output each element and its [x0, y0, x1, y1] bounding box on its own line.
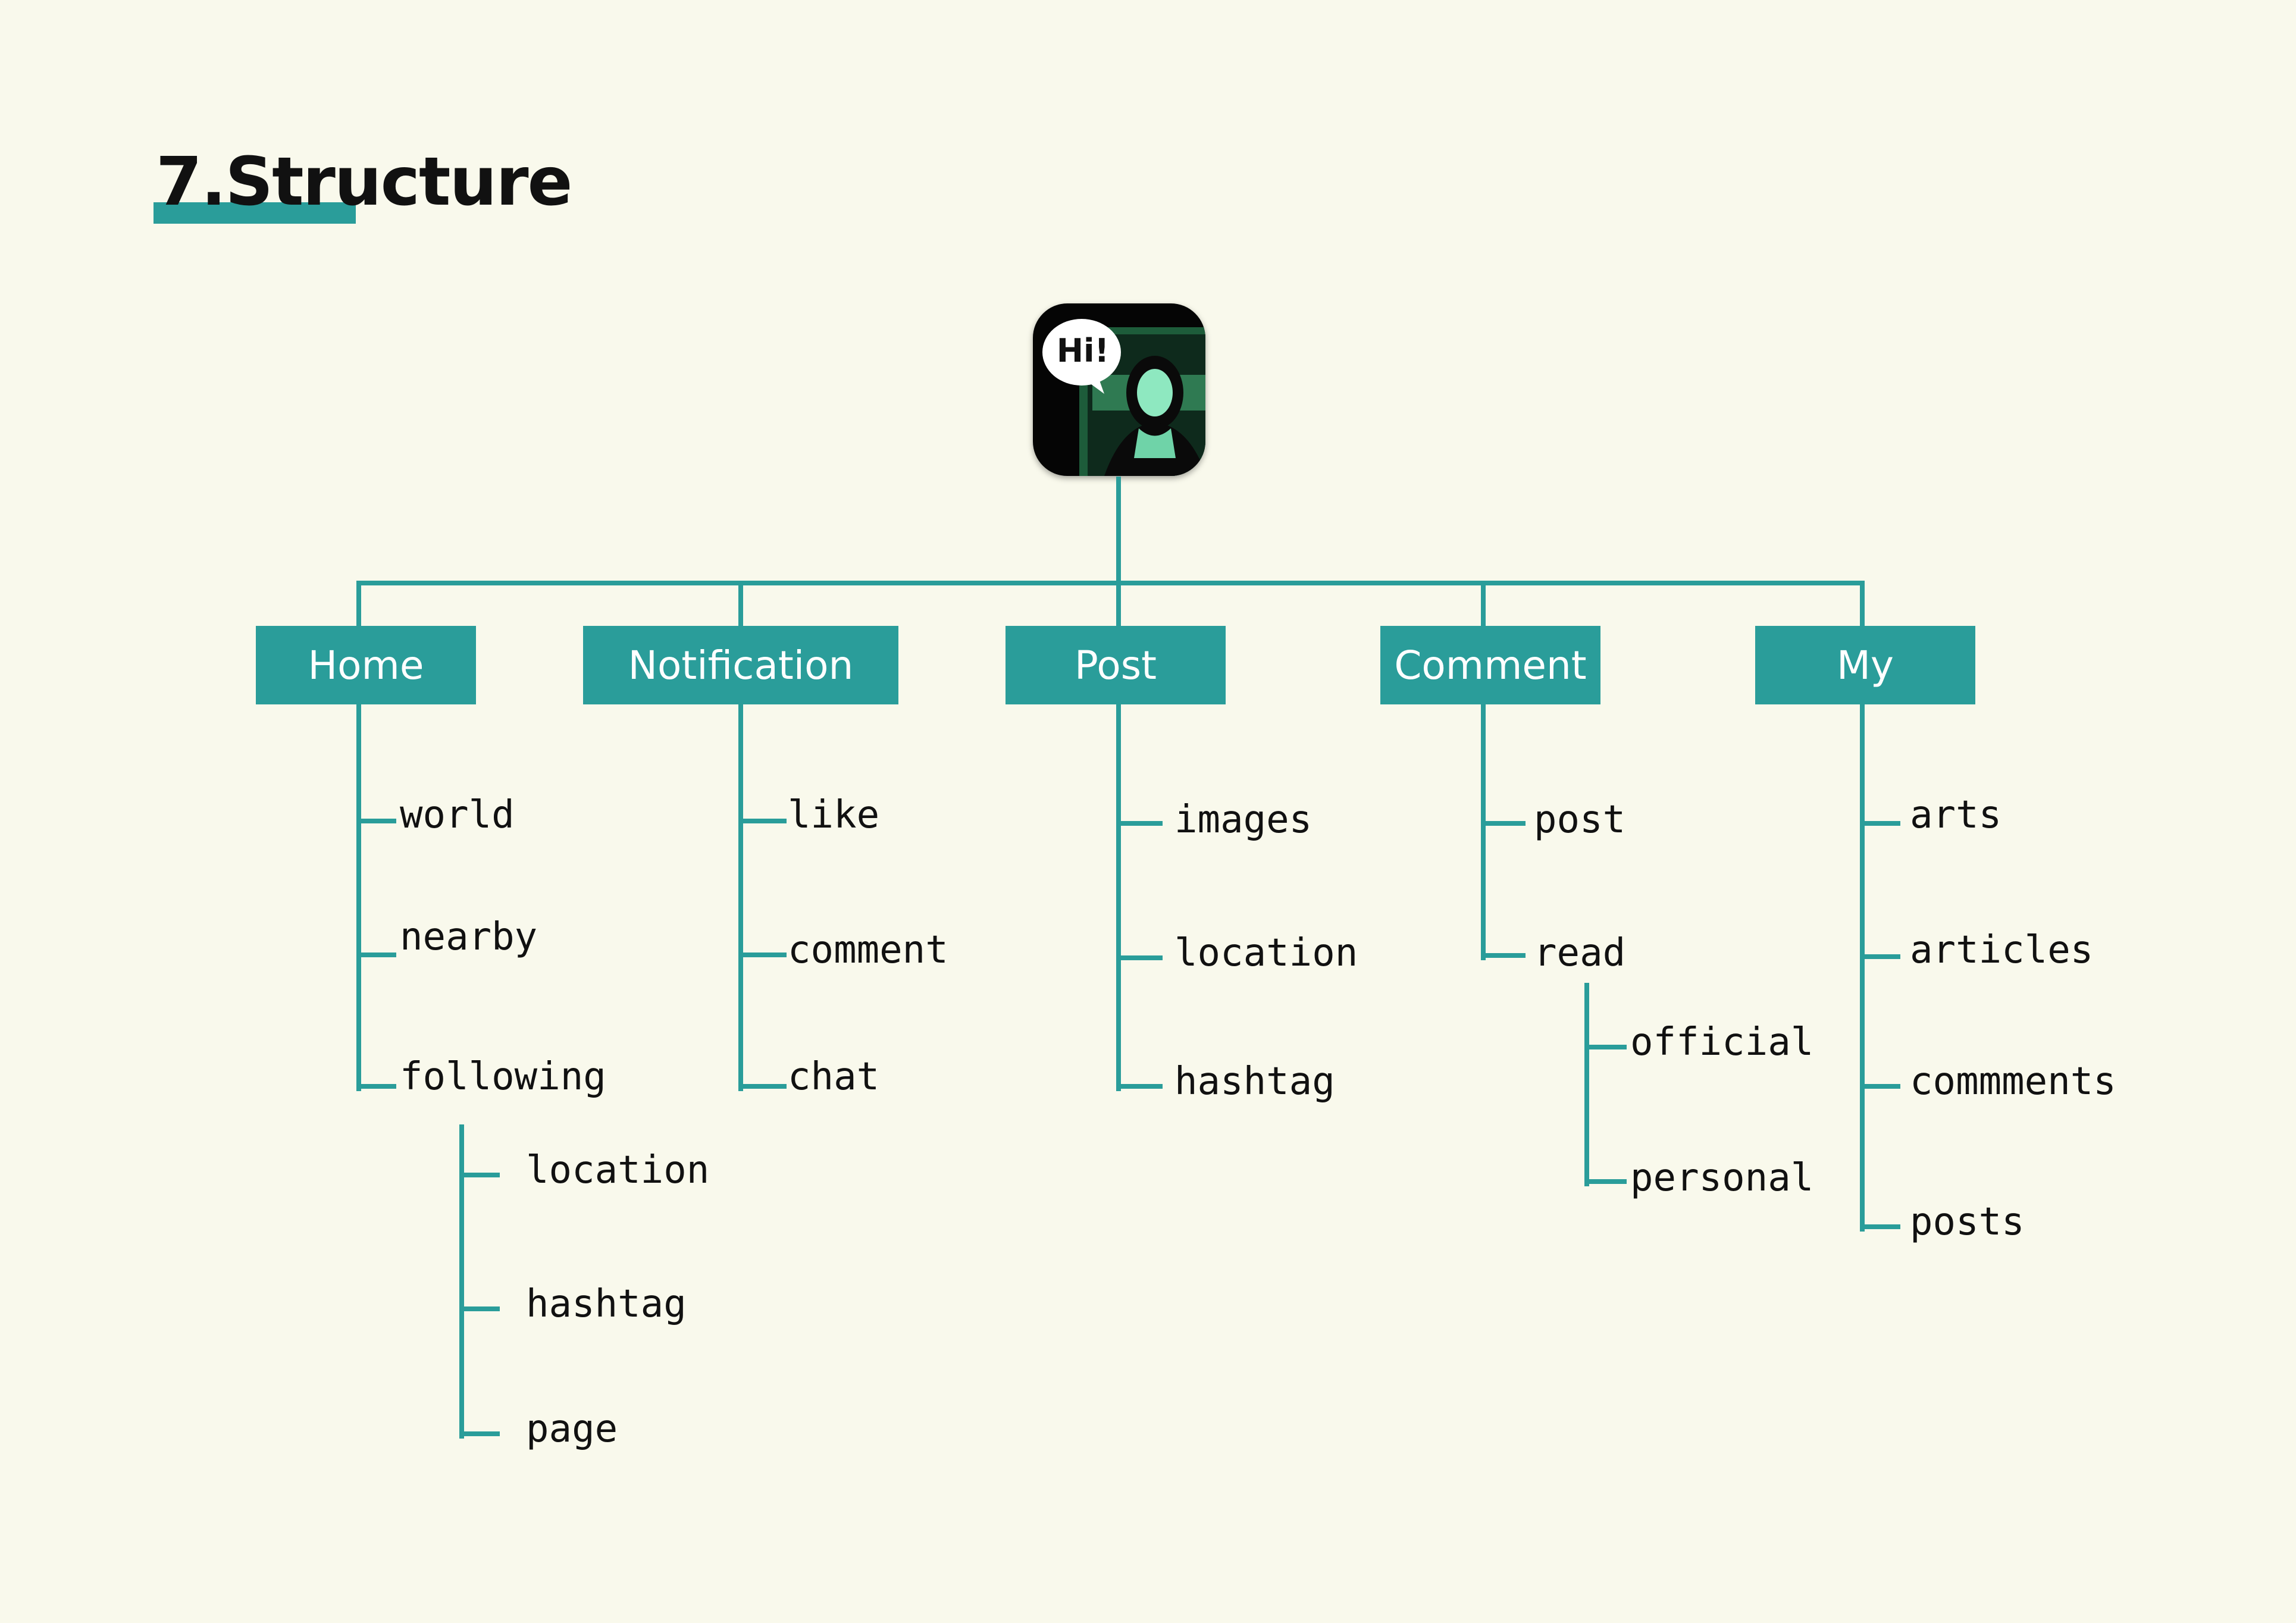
following-item-hashtag: hashtag [526, 1282, 687, 1326]
app-icon: Hi! [1033, 303, 1205, 476]
speech-bubble-text: Hi! [1056, 332, 1110, 369]
notification-item-like: like [788, 793, 880, 837]
notification-item-comment: comment [788, 928, 948, 972]
category-home: Home [256, 626, 476, 704]
category-comment: Comment [1380, 626, 1600, 704]
comment-item-post: post [1534, 798, 1626, 842]
page-title: 7.Structure [156, 143, 573, 221]
following-item-location: location [526, 1148, 710, 1192]
post-item-images: images [1174, 798, 1313, 842]
read-item-personal: personal [1630, 1156, 1814, 1200]
my-item-posts: posts [1910, 1200, 2025, 1244]
home-item-following: following [400, 1055, 606, 1099]
read-item-official: official [1630, 1020, 1814, 1064]
comment-item-read: read [1534, 931, 1626, 975]
category-my: My [1755, 626, 1975, 704]
my-item-commments: commments [1910, 1060, 2116, 1104]
my-item-articles: articles [1910, 928, 2094, 972]
category-post: Post [1006, 626, 1226, 704]
post-item-hashtag: hashtag [1174, 1060, 1335, 1104]
home-item-world: world [400, 793, 515, 837]
my-item-arts: arts [1910, 793, 2002, 837]
speech-bubble-icon [1042, 319, 1121, 394]
title-underline [154, 202, 356, 224]
notification-item-chat: chat [788, 1055, 880, 1099]
category-notification: Notification [583, 626, 898, 704]
home-item-nearby: nearby [400, 915, 538, 959]
following-item-page: page [526, 1407, 618, 1451]
post-item-location: location [1174, 931, 1358, 975]
